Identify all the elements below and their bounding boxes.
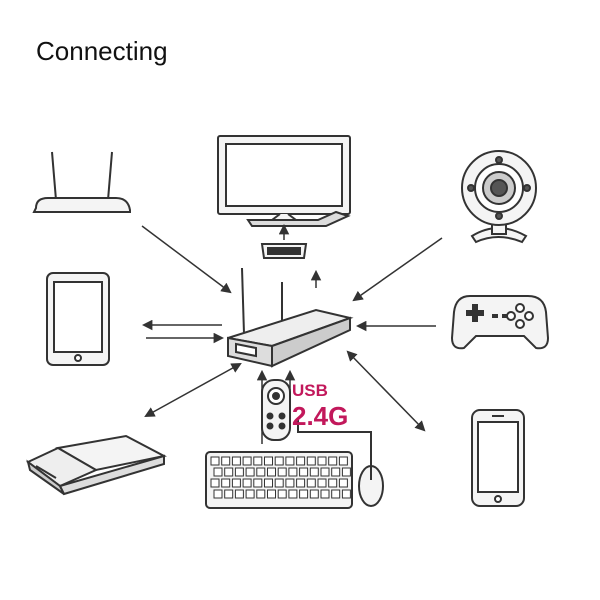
smartphone-icon [471, 409, 525, 507]
webcam-icon [461, 150, 537, 244]
keyboard-key [231, 456, 241, 466]
keyboard-key [338, 456, 348, 466]
keyboard-key [338, 478, 348, 488]
tv-stick-icon [227, 267, 354, 368]
keyboard-key [210, 456, 220, 466]
keyboard-key [285, 456, 295, 466]
usb-label: USB [292, 381, 328, 400]
keyboard-key [210, 478, 220, 488]
keyboard-key [253, 456, 263, 466]
keyboard-key [267, 489, 276, 499]
keyboard-key [341, 489, 351, 499]
keyboard-key [331, 467, 341, 477]
keyboard-key [309, 467, 319, 477]
tablet-icon [46, 272, 110, 366]
keyboard-icon [205, 451, 353, 509]
keyboard-key [306, 456, 316, 466]
keyboard-key [320, 489, 330, 499]
keyboard-key [328, 456, 338, 466]
keyboard-key [317, 456, 327, 466]
keyboard-key [224, 489, 234, 499]
keyboard-key [299, 467, 309, 477]
keyboard-key [267, 467, 276, 477]
mouse-icon [297, 420, 384, 507]
remote-control-icon [261, 379, 291, 441]
keyboard-key [277, 467, 287, 477]
keyboard-key [288, 489, 298, 499]
keyboard-key [331, 489, 341, 499]
keyboard-key [245, 467, 255, 477]
keyboard-key [274, 478, 284, 488]
keyboard-key [256, 467, 266, 477]
keyboard-key [285, 478, 295, 488]
keyboard-key [242, 456, 252, 466]
keyboard-key [234, 467, 244, 477]
keyboard-key [234, 489, 244, 499]
keyboard-key [317, 478, 327, 488]
keyboard-key [242, 478, 252, 488]
keyboard-key [264, 478, 273, 488]
keyboard-key [306, 478, 316, 488]
gamepad-icon [450, 295, 550, 350]
keyboard-key [328, 478, 338, 488]
keyboard-key [309, 489, 319, 499]
keyboard-key [296, 478, 306, 488]
keyboard-key [213, 489, 223, 499]
keyboard-key [224, 467, 234, 477]
wireless-label: 2.4G [292, 401, 348, 431]
monitor-icon [217, 135, 351, 227]
connection-arrows [141, 223, 443, 444]
keyboard-key [341, 467, 351, 477]
keyboard-key [264, 456, 273, 466]
keyboard-key [245, 489, 255, 499]
keyboard-key [274, 456, 284, 466]
router-icon [32, 151, 131, 213]
keyboard-key [253, 478, 263, 488]
keyboard-key [277, 489, 287, 499]
keyboard-key [299, 489, 309, 499]
keyboard-key [221, 456, 231, 466]
external-drive-icon [26, 434, 167, 496]
keyboard-key [320, 467, 330, 477]
page-title: Connecting [36, 36, 168, 66]
keyboard-key [213, 467, 223, 477]
hdmi-connector-icon [260, 243, 308, 259]
keyboard-key [288, 467, 298, 477]
keyboard-key [296, 456, 306, 466]
keyboard-key [256, 489, 266, 499]
keyboard-key [231, 478, 241, 488]
keyboard-key [221, 478, 231, 488]
